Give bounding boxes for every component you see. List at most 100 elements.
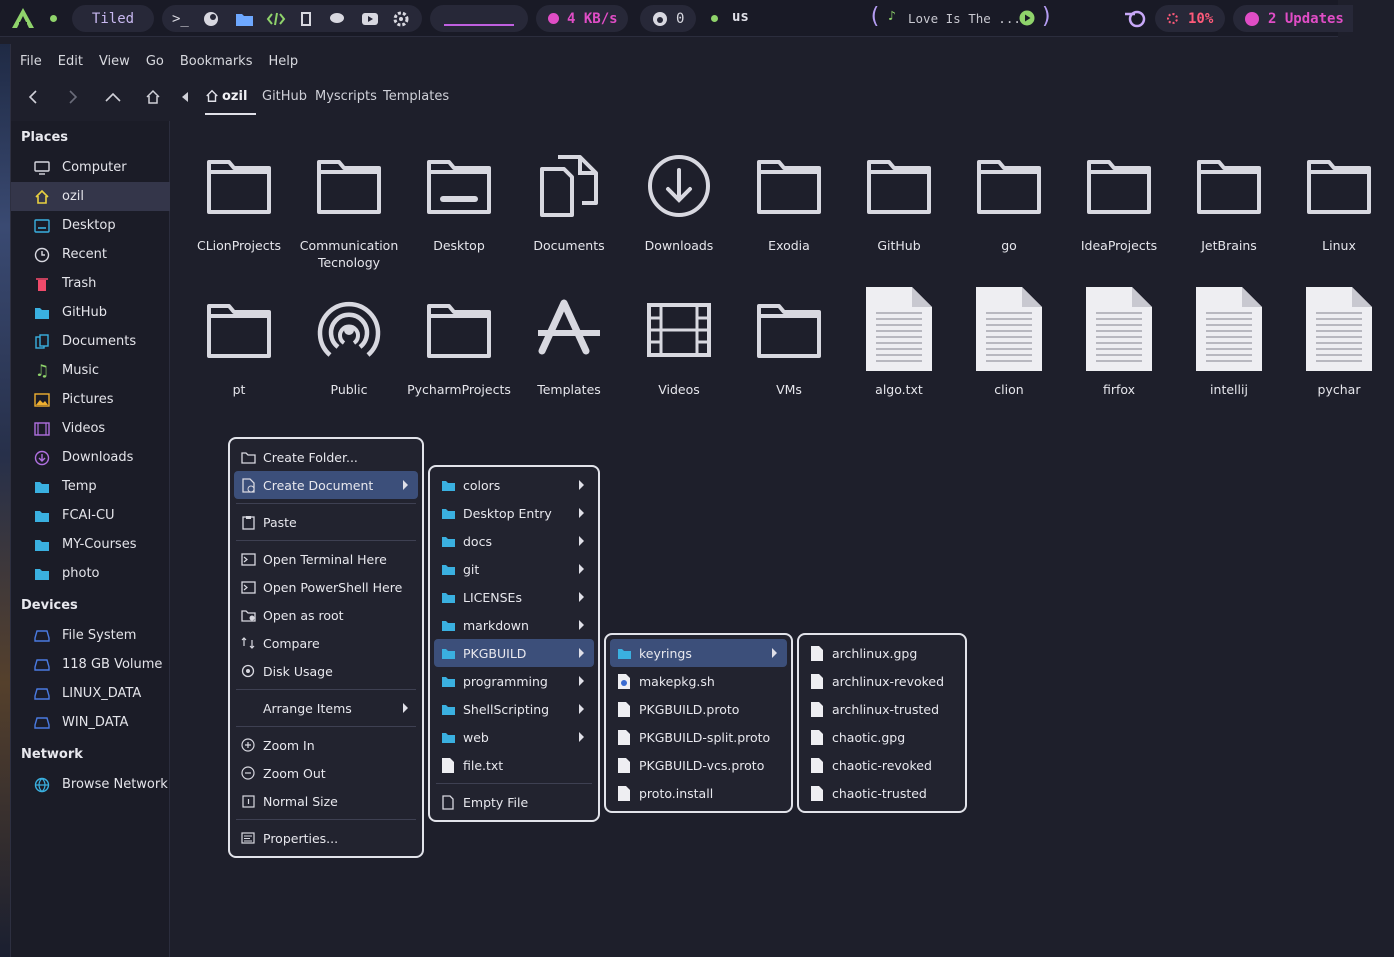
terminal-icon[interactable]: >_ — [172, 10, 189, 27]
arrange-items-item[interactable]: Arrange Items — [234, 694, 418, 722]
menu-go[interactable]: Go — [145, 54, 164, 69]
breadcrumb-scroll-left-button[interactable] — [177, 85, 193, 109]
open-powershell-item[interactable]: Open PowerShell Here — [234, 573, 418, 601]
template-folder-markdown[interactable]: markdown — [434, 611, 594, 639]
sidebar-item-fcai-cu[interactable]: FCAI-CU — [11, 501, 170, 530]
back-button[interactable] — [19, 85, 47, 109]
folder-item-desktop[interactable]: Desktop — [404, 143, 514, 283]
sidebar-item-downloads[interactable]: Downloads — [11, 443, 170, 472]
menu-file[interactable]: File — [20, 54, 42, 69]
menu-help[interactable]: Help — [268, 54, 299, 69]
workspace-dot-icon[interactable] — [50, 15, 57, 22]
pkgbuild-file-split-proto[interactable]: PKGBUILD-split.proto — [610, 723, 787, 751]
pkgbuild-folder-keyrings[interactable]: keyrings — [610, 639, 787, 667]
office-icon[interactable] — [298, 10, 328, 28]
create-folder-item[interactable]: Create Folder... — [234, 443, 418, 471]
normal-size-item[interactable]: Normal Size — [234, 787, 418, 815]
folder-item-github[interactable]: GitHub — [844, 143, 954, 283]
sidebar-item-temp[interactable]: Temp — [11, 472, 170, 501]
sidebar-item-browse-network[interactable]: Browse Network — [11, 770, 170, 799]
keyring-file-archlinux-trusted[interactable]: archlinux-trusted — [803, 695, 961, 723]
folder-item-pt[interactable]: pt — [184, 287, 294, 427]
code-editor-icon[interactable] — [266, 10, 298, 28]
file-item-algo-txt[interactable]: algo.txt — [844, 287, 954, 427]
folder-item-linux[interactable]: Linux — [1284, 143, 1371, 283]
empty-file-item[interactable]: Empty File — [434, 788, 594, 816]
github-widget[interactable]: 0 — [640, 5, 696, 32]
breadcrumb-item-github[interactable]: GitHub — [262, 89, 308, 104]
sidebar-item-118gb-volume[interactable]: 118 GB Volume — [11, 650, 170, 679]
keyring-file-archlinux-revoked[interactable]: archlinux-revoked — [803, 667, 961, 695]
folder-item-clionprojects[interactable]: CLionProjects — [184, 143, 294, 283]
sidebar-item-file-system[interactable]: File System — [11, 621, 170, 650]
sidebar-item-ozil[interactable]: ozil — [11, 182, 170, 211]
layout-mode-widget[interactable]: Tiled — [72, 5, 154, 32]
folder-item-templates[interactable]: Templates — [514, 287, 624, 427]
properties-item[interactable]: Properties... — [234, 824, 418, 852]
sidebar-item-pictures[interactable]: Pictures — [11, 385, 170, 414]
zoom-out-item[interactable]: Zoom Out — [234, 759, 418, 787]
sidebar-item-music[interactable]: ♫ Music — [11, 356, 170, 385]
sidebar-item-documents[interactable]: Documents — [11, 327, 170, 356]
pkgbuild-file-proto-install[interactable]: proto.install — [610, 779, 787, 807]
template-folder-docs[interactable]: docs — [434, 527, 594, 555]
breadcrumb-current[interactable]: ozil — [205, 85, 256, 115]
breadcrumb-item-myscripts[interactable]: Myscripts — [315, 89, 377, 104]
file-item-pycharm[interactable]: pychar — [1284, 287, 1372, 427]
breadcrumb-item-templates[interactable]: Templates — [383, 89, 450, 104]
pkgbuild-file-proto[interactable]: PKGBUILD.proto — [610, 695, 787, 723]
up-button[interactable] — [99, 85, 127, 109]
chat-icon[interactable] — [328, 10, 360, 28]
template-folder-pkgbuild[interactable]: PKGBUILD — [434, 639, 594, 667]
sidebar-item-trash[interactable]: Trash — [11, 269, 170, 298]
template-folder-licenses[interactable]: LICENSEs — [434, 583, 594, 611]
network-speed-widget[interactable]: 4 KB/s — [536, 5, 628, 32]
pkgbuild-file-makepkg[interactable]: makepkg.sh — [610, 667, 787, 695]
folder-item-go[interactable]: go — [954, 143, 1064, 283]
file-item-firfox[interactable]: firfox — [1064, 287, 1174, 427]
sidebar-item-computer[interactable]: Computer — [11, 153, 170, 182]
create-document-item[interactable]: Create Document — [234, 471, 418, 499]
file-item-clion[interactable]: clion — [954, 287, 1064, 427]
folder-item-videos[interactable]: Videos — [624, 287, 734, 427]
cpu-widget[interactable]: 10% — [1155, 5, 1225, 32]
sidebar-item-desktop[interactable]: Desktop — [11, 211, 170, 240]
template-folder-colors[interactable]: colors — [434, 471, 594, 499]
sidebar-item-photo[interactable]: photo — [11, 559, 170, 588]
sidebar-item-my-courses[interactable]: MY-Courses — [11, 530, 170, 559]
keyring-file-chaotic-gpg[interactable]: chaotic.gpg — [803, 723, 961, 751]
disk-usage-item[interactable]: Disk Usage — [234, 657, 418, 685]
folder-item-pycharmprojects[interactable]: PycharmProjects — [404, 287, 514, 427]
firefox-icon[interactable] — [202, 10, 234, 28]
folder-item-public[interactable]: Public — [294, 287, 404, 427]
keyring-file-archlinux-gpg[interactable]: archlinux.gpg — [803, 639, 961, 667]
file-item-intellij[interactable]: intellij — [1174, 287, 1284, 427]
template-folder-git[interactable]: git — [434, 555, 594, 583]
template-folder-programming[interactable]: programming — [434, 667, 594, 695]
media-widget[interactable]: ( ♪ Love Is The ... ) — [868, 4, 1054, 33]
pkgbuild-file-vcs-proto[interactable]: PKGBUILD-vcs.proto — [610, 751, 787, 779]
folder-item-communication-tecnology[interactable]: Communication Tecnology — [294, 143, 404, 283]
folder-item-downloads[interactable]: Downloads — [624, 143, 734, 283]
updates-widget[interactable]: 2 Updates — [1233, 5, 1353, 32]
home-button[interactable] — [139, 85, 167, 109]
sidebar-item-videos[interactable]: Videos — [11, 414, 170, 443]
keyboard-layout[interactable]: us — [732, 9, 749, 25]
folder-item-ideaprojects[interactable]: IdeaProjects — [1064, 143, 1174, 283]
folder-item-exodia[interactable]: Exodia — [734, 143, 844, 283]
zoom-in-item[interactable]: Zoom In — [234, 731, 418, 759]
blender-icon[interactable] — [1123, 8, 1147, 28]
files-icon[interactable] — [234, 10, 266, 28]
compare-item[interactable]: Compare — [234, 629, 418, 657]
open-terminal-item[interactable]: Open Terminal Here — [234, 545, 418, 573]
forward-button[interactable] — [59, 85, 87, 109]
exodia-logo-icon[interactable] — [10, 6, 36, 30]
settings-gear-icon[interactable] — [392, 10, 422, 28]
template-folder-web[interactable]: web — [434, 723, 594, 751]
sidebar-item-recent[interactable]: Recent — [11, 240, 170, 269]
folder-item-vms[interactable]: VMs — [734, 287, 844, 427]
menu-edit[interactable]: Edit — [57, 54, 83, 69]
template-file-txt[interactable]: file.txt — [434, 751, 594, 779]
folder-item-documents[interactable]: Documents — [514, 143, 624, 283]
keyring-file-chaotic-trusted[interactable]: chaotic-trusted — [803, 779, 961, 807]
